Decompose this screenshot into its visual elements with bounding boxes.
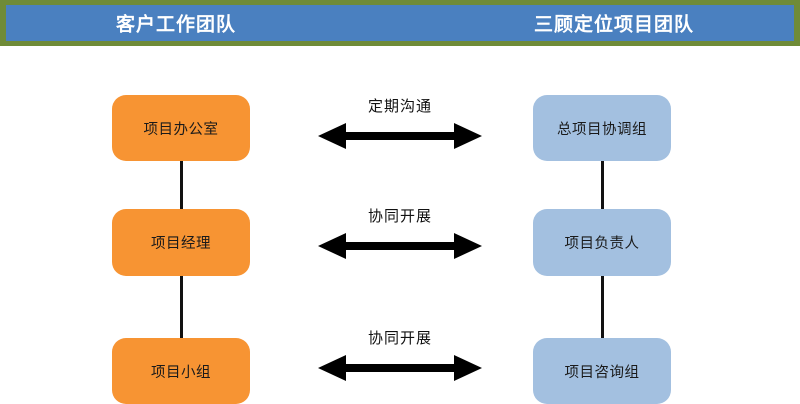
bidirectional-arrow-icon bbox=[318, 233, 482, 259]
header-title-right: 三顾定位项目团队 bbox=[534, 14, 695, 36]
header-bar: 客户工作团队 三顾定位项目团队 bbox=[6, 5, 794, 41]
node-right-1[interactable]: 总项目协调组 bbox=[533, 95, 671, 161]
relation-3-label: 协同开展 bbox=[367, 330, 432, 347]
node-left-2-label: 项目经理 bbox=[151, 236, 211, 252]
connector-right-2-3 bbox=[601, 275, 604, 338]
relation-2-label: 协同开展 bbox=[367, 208, 432, 225]
arrow-shaft bbox=[340, 242, 460, 250]
node-right-3[interactable]: 项目咨询组 bbox=[533, 338, 671, 404]
relation-2: 协同开展 bbox=[318, 205, 482, 261]
node-left-3[interactable]: 项目小组 bbox=[112, 338, 250, 404]
header-title-left: 客户工作团队 bbox=[116, 14, 237, 36]
arrow-shaft bbox=[340, 132, 460, 140]
node-left-3-label: 项目小组 bbox=[151, 364, 211, 381]
node-right-1-label: 总项目协调组 bbox=[557, 121, 647, 138]
node-left-1[interactable]: 项目办公室 bbox=[112, 95, 250, 161]
connector-left-1-2 bbox=[180, 160, 183, 209]
arrow-head-right-icon bbox=[454, 355, 482, 381]
node-right-2[interactable]: 项目负责人 bbox=[533, 209, 671, 276]
bidirectional-arrow-icon bbox=[318, 123, 482, 149]
node-left-2[interactable]: 项目经理 bbox=[112, 209, 250, 276]
node-right-2-label: 项目负责人 bbox=[564, 236, 640, 252]
connector-left-2-3 bbox=[180, 275, 183, 338]
relation-1-label: 定期沟通 bbox=[367, 98, 432, 115]
relation-3: 协同开展 bbox=[318, 327, 482, 383]
relation-1: 定期沟通 bbox=[318, 95, 482, 151]
arrow-head-right-icon bbox=[454, 123, 482, 149]
node-left-1-label: 项目办公室 bbox=[143, 121, 219, 138]
bidirectional-arrow-icon bbox=[318, 355, 482, 381]
arrow-head-right-icon bbox=[454, 233, 482, 259]
arrow-shaft bbox=[340, 364, 460, 372]
connector-right-1-2 bbox=[601, 160, 604, 209]
header-banner: 客户工作团队 三顾定位项目团队 bbox=[0, 0, 800, 46]
node-right-3-label: 项目咨询组 bbox=[564, 364, 640, 381]
